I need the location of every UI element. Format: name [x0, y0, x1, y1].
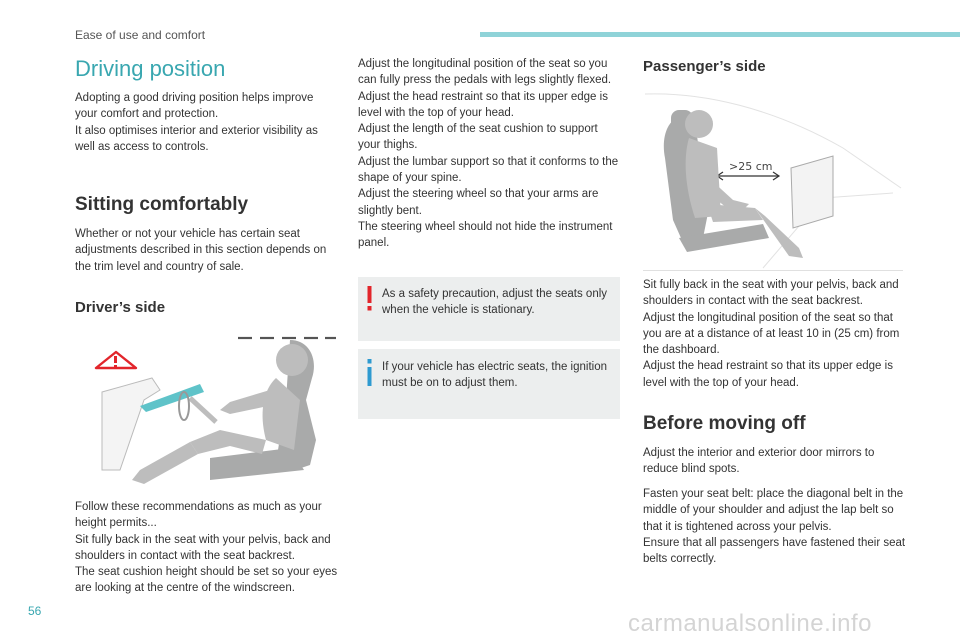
drivers-side-paragraph: Follow these recommendations as much as … [75, 501, 338, 595]
driver-seat-illustration [94, 336, 336, 484]
section-label: Ease of use and comfort [75, 28, 206, 42]
passengers-side-paragraph: Sit fully back in the seat with your pel… [643, 279, 900, 389]
figure-divider [643, 270, 903, 271]
info-note: If your vehicle has electric seats, the … [358, 349, 620, 419]
info-icon [367, 359, 372, 386]
passengers-side-heading: Passenger’s side [643, 58, 766, 75]
intro-paragraph: Adopting a good driving position helps i… [75, 92, 318, 153]
drivers-side-heading: Driver’s side [75, 299, 166, 316]
before-moving-off-heading: Before moving off [643, 413, 806, 434]
warning-icon [367, 286, 372, 311]
mirrors-paragraph: Adjust the interior and exterior door mi… [643, 447, 875, 476]
warning-note: As a safety precaution, adjust the seats… [358, 277, 620, 341]
sitting-comfortably-paragraph: Whether or not your vehicle has certain … [75, 228, 327, 273]
seat-belt-paragraph: Fasten your seat belt: place the diagona… [643, 488, 906, 566]
watermark: carmanualsonline.info [628, 610, 872, 637]
header-accent-bar [480, 32, 960, 37]
sitting-comfortably-heading: Sitting comfortably [75, 194, 249, 215]
seat-adjustment-paragraph: Adjust the longitudinal position of the … [358, 58, 619, 250]
page-number: 56 [28, 604, 42, 618]
page-title: Driving position [75, 56, 226, 81]
passenger-seat-illustration: >25 cm [644, 93, 902, 269]
warning-note-text: As a safety precaution, adjust the seats… [382, 288, 608, 317]
info-note-text: If your vehicle has electric seats, the … [382, 361, 608, 390]
distance-label: >25 cm [729, 160, 772, 173]
